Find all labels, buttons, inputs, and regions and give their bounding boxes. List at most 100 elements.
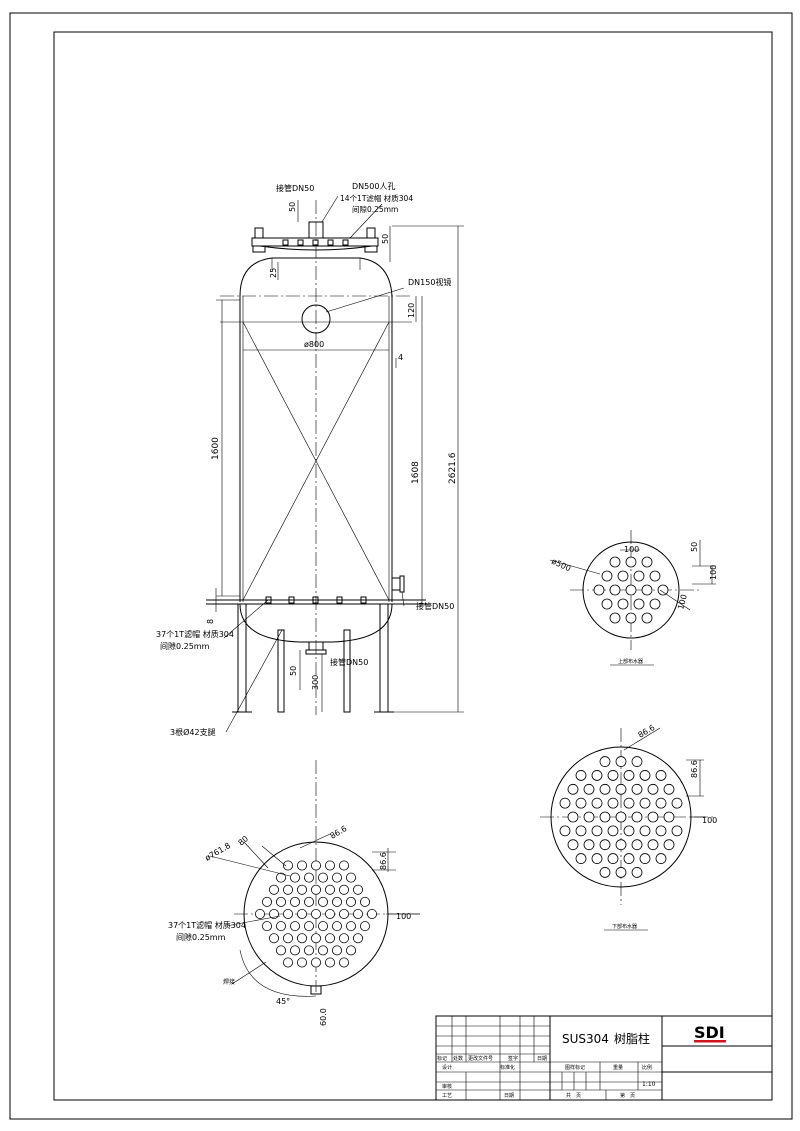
upper-plate-hole [641, 556, 653, 568]
bottom-plate-hole [310, 957, 321, 968]
bottom-plate-hole [324, 860, 335, 871]
bottom-plate-dim-60: 60.0 [319, 1008, 328, 1026]
lower-plate-hole [663, 811, 675, 823]
bottom-plate-hole [296, 909, 307, 920]
dim-25: 25 [269, 268, 278, 278]
lower-plate-hole [575, 797, 587, 809]
lower-plate-hole [567, 839, 579, 851]
bottom-plate-hole [331, 872, 342, 883]
upper-plate-hole [609, 584, 621, 596]
lower-plate-hole [615, 839, 627, 851]
tb-scale-label: 比例 [642, 1064, 652, 1071]
bottom-plate-hole [296, 884, 307, 895]
bottom-plate-hole [310, 884, 321, 895]
upper-plate-pitch-right: 100 [709, 565, 718, 580]
bottom-plate-hole [275, 872, 286, 883]
bottom-plate-hole [317, 921, 328, 932]
bottom-plate-plan: ø761.8 80 86.6 86.6 100 37个1T滤帽 材质304 间隙… [168, 760, 420, 1026]
lower-plate-hole [615, 811, 627, 823]
lower-plate-hole [647, 783, 659, 795]
bottom-plate-hole [303, 921, 314, 932]
tank-elevation-view: 接管DN50 DN500人孔 14个1T滤帽 材质304 间隙0.25mm DN… [156, 182, 464, 737]
tb-total-pages: 共 页 [566, 1092, 581, 1099]
lower-distributor-plan: 86.6 86.6 100 下部布水器 [540, 723, 717, 931]
lower-plate-hole [567, 783, 579, 795]
lower-plate-hole [647, 839, 659, 851]
upper-plate-hole [617, 570, 629, 582]
bottom-plate-hole [310, 933, 321, 944]
bottom-plate-hole [282, 884, 293, 895]
bottom-plate-hole [289, 896, 300, 907]
bottom-plate-hole [282, 860, 293, 871]
bottom-plate-hole [366, 909, 377, 920]
inner-frame [53, 31, 773, 1101]
bottom-plate-hole [289, 921, 300, 932]
title-part-name: 树脂柱 [614, 1031, 650, 1046]
lower-plate-hole [591, 825, 603, 837]
dim-50-right: 50 [381, 234, 390, 244]
bottom-plate-hole [345, 921, 356, 932]
upper-plate-holes [593, 556, 669, 624]
lower-plate-hole [623, 853, 635, 864]
lower-plate-hole [599, 811, 611, 823]
upper-plate-title: 上部布水器 [618, 658, 643, 665]
bottom-nozzle-label: 接管DN50 [330, 657, 368, 667]
bottom-plate-hole [303, 896, 314, 907]
tb-header-date: 日期 [537, 1056, 547, 1062]
bottom-plate-angle: 45° [276, 997, 290, 1006]
bottom-plate-hole [338, 860, 349, 871]
upper-plate-pitch-top: 100 [624, 545, 639, 554]
sight-glass [301, 304, 331, 334]
bottom-plate-weld-label: 焊接 [223, 978, 235, 986]
tb-header-count: 处数 [453, 1055, 463, 1062]
top-nozzle-label: 接管DN50 [276, 183, 314, 193]
lower-plate-hole [655, 853, 667, 864]
lower-plate-hole [607, 797, 619, 809]
lower-plate-hole [623, 797, 635, 809]
lower-plate-hole [639, 770, 651, 781]
sight-glass-label: DN150视镜 [408, 277, 451, 287]
lower-plate-title: 下部布水器 [612, 923, 637, 930]
lower-plate-hole [607, 853, 619, 864]
bottom-plate-hole [345, 896, 356, 907]
legs-label: 3根Ø42支腿 [170, 727, 216, 737]
dim-4: 4 [398, 353, 403, 362]
lower-plate-hole [615, 756, 627, 767]
bottom-plate-hole [359, 921, 370, 932]
lower-plate-hole [591, 797, 603, 809]
top-head [239, 257, 393, 297]
bottom-plate-hole [331, 896, 342, 907]
bottom-plate-hole [268, 933, 279, 944]
logo-underline [694, 1040, 726, 1043]
upper-plate-hole [657, 584, 669, 596]
upper-plate-dim-50: 50 [690, 542, 699, 552]
bottom-plate-hole [317, 945, 328, 956]
lower-plate-hole [663, 839, 675, 851]
lower-plate-hole [607, 825, 619, 837]
lower-plate-hole [583, 783, 595, 795]
dim-1608: 1608 [411, 461, 421, 484]
lower-plate-hole [599, 756, 611, 767]
bottom-plate-pitch-b: 86.6 [379, 852, 388, 870]
lower-plate-hole [559, 825, 571, 837]
upper-plate-hole [649, 598, 661, 610]
upper-distributor-plan: ø500 100 50 100 100 上部布水器 [549, 530, 718, 666]
lower-plate-hole [591, 770, 603, 781]
tb-scale: 1:10 [642, 1081, 656, 1088]
upper-plate-pitch-diag: 100 [676, 593, 689, 610]
upper-plate-hole [633, 570, 645, 582]
tb-stage: 图样标记 [565, 1064, 585, 1071]
bottom-plate-hole [254, 909, 265, 920]
bottom-plate-hole [352, 909, 363, 920]
bottom-plate-hole [275, 921, 286, 932]
upper-plate-hole [593, 584, 605, 596]
lower-plate-hole [591, 853, 603, 864]
tb-header-mark: 标记 [437, 1055, 447, 1062]
upper-plate-hole [625, 612, 637, 624]
lower-plate-hole [575, 853, 587, 864]
top-nozzle [308, 221, 324, 239]
bottom-plate-hole [331, 945, 342, 956]
bottom-plate-hole [296, 957, 307, 968]
tb-process: 工艺 [442, 1093, 452, 1099]
title-block: SUS304 树脂柱 SDI 标记 处数 更改文件号 签字 日期 设计 标准化 … [435, 1015, 773, 1101]
